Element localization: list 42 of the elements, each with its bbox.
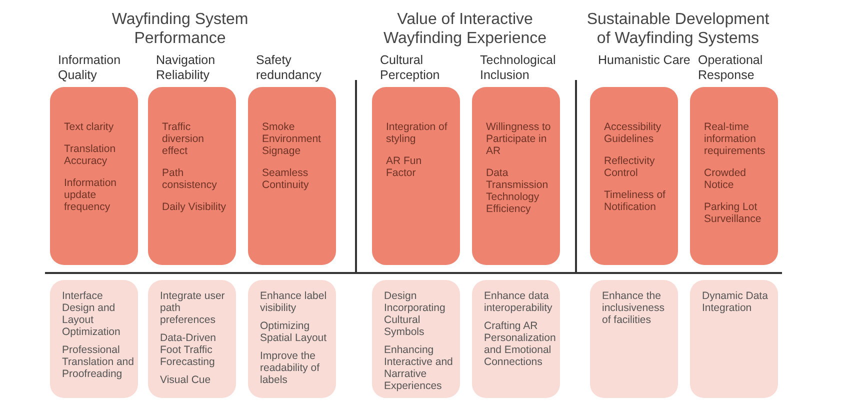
- indicator-text: Crowded Notice: [704, 167, 748, 191]
- indicator-text: Timeliness of Notification: [604, 189, 666, 213]
- strategy-text: Improve the readability of labels: [260, 350, 321, 386]
- strategy-text: Dynamic Data Integration: [702, 290, 769, 314]
- indicator-text: Willingness to Participate in AR: [486, 121, 552, 157]
- column-heading: Safety redundancy: [256, 53, 322, 83]
- indicator-text: Text clarity: [64, 121, 115, 133]
- column-heading: Humanistic Care: [598, 53, 692, 68]
- strategy-text: Enhancing Interactive and Narrative Experiences: [384, 344, 454, 392]
- strategy-text: Optimizing Spatial Layout: [260, 320, 328, 344]
- strategy-text: Interface Design and Layout Optimization: [62, 290, 122, 338]
- indicator-text: Path consistency: [162, 167, 218, 191]
- strategy-text: Enhance label visibility: [260, 290, 328, 314]
- strategy-text: Integrate user path preferences: [160, 290, 226, 326]
- indicator-text: Real-time information requirements: [704, 121, 766, 157]
- strategy-text: Enhance the inclusiveness of facilities: [602, 290, 666, 326]
- column-heading: Cultural Perception: [380, 53, 441, 83]
- strategy-text: Design Incorporating Cultural Symbols: [384, 290, 446, 338]
- section-title: Wayfinding System Performance: [110, 10, 250, 48]
- indicator-text: Daily Visibility: [162, 201, 227, 213]
- column-heading: Technological Inclusion: [480, 53, 557, 83]
- indicator-text: Data Transmission Technology Efficiency: [486, 167, 550, 215]
- column-heading: Information Quality: [58, 53, 122, 83]
- indicator-text: Parking Lot Surveillance: [704, 201, 762, 225]
- section-title: Value of Interactive Wayfinding Experience: [382, 10, 548, 48]
- strategy-text: Enhance data interoperability: [484, 290, 554, 314]
- indicator-text: Smoke Environment Signage: [262, 121, 322, 157]
- indicator-text: Integration of styling: [386, 121, 448, 145]
- indicator-text: Seamless Continuity: [262, 167, 310, 191]
- strategy-text: Data-Driven Foot Traffic Forecasting: [160, 332, 218, 368]
- strategy-text: Professional Translation and Proofreading: [62, 344, 134, 380]
- strategy-text: Visual Cue: [160, 374, 212, 386]
- indicator-text: Translation Accuracy: [64, 143, 117, 167]
- indicator-text: Information update frequency: [64, 177, 118, 213]
- indicator-text: AR Fun Factor: [386, 155, 423, 179]
- indicator-text: Traffic diversion effect: [162, 121, 206, 157]
- column-heading: Operational Response: [698, 53, 764, 83]
- indicator-text: Accessibility Guidelines: [604, 121, 662, 145]
- strategy-text: Crafting AR Personalization and Emotional Connections: [484, 320, 556, 368]
- indicator-text: Reflectivity Control: [604, 155, 656, 179]
- section-title: Sustainable Development of Wayfinding Systems: [586, 10, 770, 48]
- column-heading: Navigation Reliability: [156, 53, 216, 83]
